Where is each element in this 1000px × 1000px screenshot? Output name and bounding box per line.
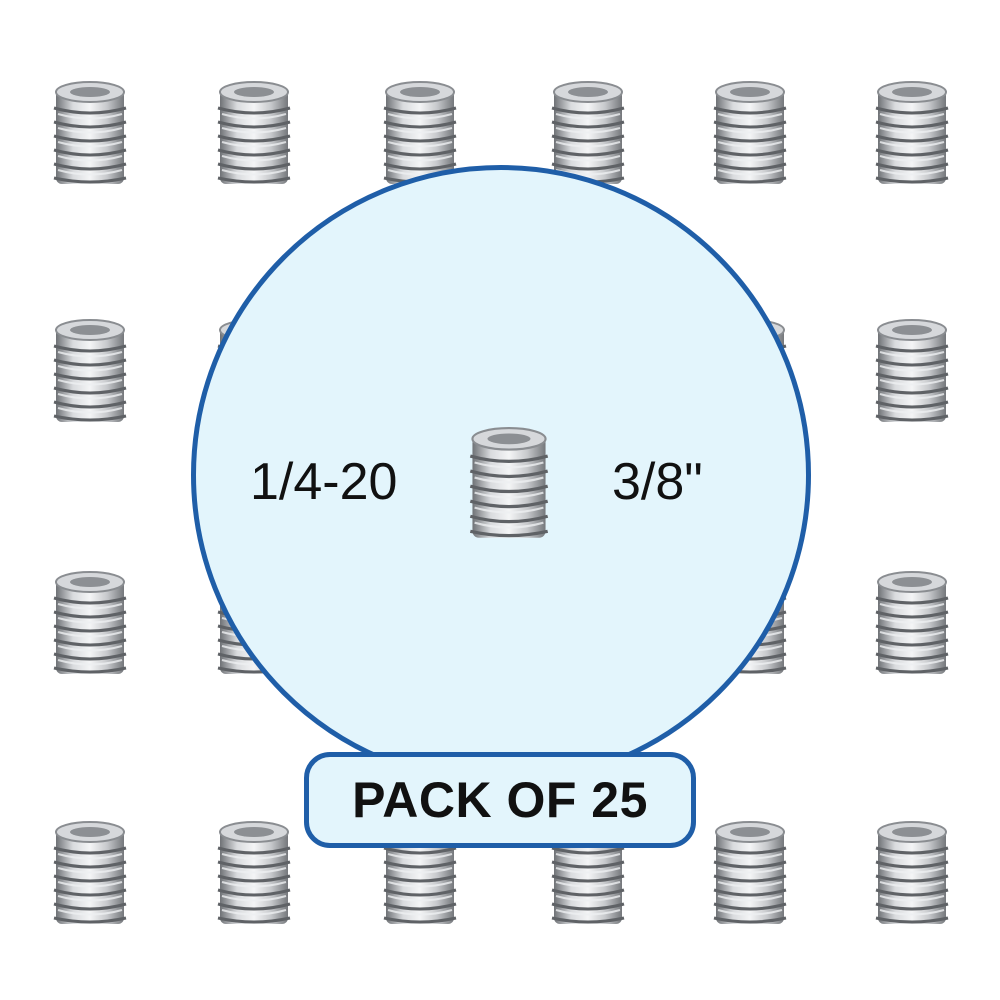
threaded-insert-screw-icon [214, 78, 294, 190]
threaded-insert-screw-icon [872, 818, 952, 930]
threaded-insert-screw-icon [466, 422, 552, 546]
threaded-insert-screw-icon [710, 818, 790, 930]
pack-quantity-label: PACK OF 25 [352, 772, 648, 828]
threaded-insert-screw-icon [50, 568, 130, 680]
thread-spec-label: 1/4-20 [250, 453, 398, 511]
threaded-insert-screw-icon [50, 818, 130, 930]
threaded-insert-screw-icon [872, 316, 952, 428]
threaded-insert-screw-icon [872, 568, 952, 680]
threaded-insert-screw-icon [214, 818, 294, 930]
pack-quantity-badge: PACK OF 25 [304, 752, 696, 848]
threaded-insert-screw-icon [710, 78, 790, 190]
length-spec-label: 3/8" [612, 453, 703, 511]
threaded-insert-screw-icon [50, 78, 130, 190]
threaded-insert-screw-icon [872, 78, 952, 190]
threaded-insert-screw-icon [50, 316, 130, 428]
